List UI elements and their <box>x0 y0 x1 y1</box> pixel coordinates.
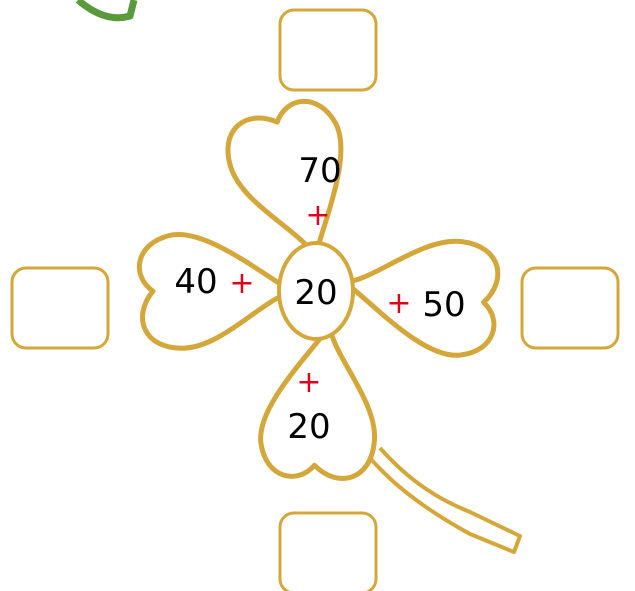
petal-top-operator: + <box>305 198 330 233</box>
petal-top-number: 70 <box>298 151 341 191</box>
answer-box-right[interactable] <box>522 268 618 348</box>
answer-box-bottom[interactable] <box>280 513 376 591</box>
answer-box-left[interactable] <box>12 268 108 348</box>
green-leaf-decoration <box>78 0 134 18</box>
petal-bottom-number: 20 <box>287 407 330 447</box>
center-number: 20 <box>294 273 337 313</box>
petal-left-operator: + <box>229 266 254 301</box>
answer-box-top[interactable] <box>280 10 376 90</box>
petal-bottom-shape <box>256 319 390 488</box>
petal-bottom-operator: + <box>296 365 321 400</box>
petal-right-operator: + <box>386 286 411 321</box>
petal-left-number: 40 <box>174 262 217 302</box>
clover-stem <box>370 448 520 552</box>
petal-top-shape <box>219 94 367 271</box>
petal-right-number: 50 <box>422 285 465 325</box>
